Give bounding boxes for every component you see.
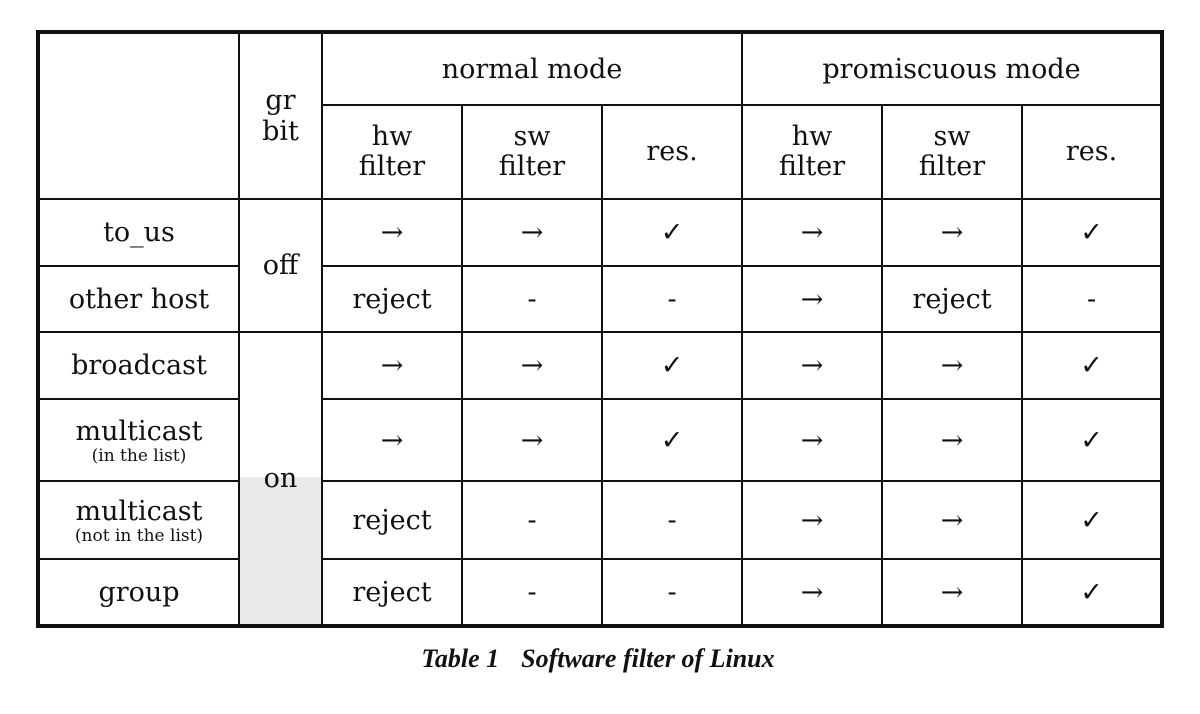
gr-bit-on-label: on: [263, 463, 298, 494]
table-row: to_us off → → ✓ → → ✓: [37, 198, 1164, 333]
cell-promiscuous-hw: →: [741, 398, 884, 482]
cell-normal-res: -: [600, 558, 744, 627]
cell-promiscuous-sw: →: [881, 331, 1024, 400]
row-label-to-us: to_us: [37, 198, 240, 267]
column-header-promiscuous-sw-filter: sw filter: [881, 104, 1024, 200]
cell-promiscuous-sw: →: [881, 398, 1024, 482]
table-row: multicast (in the list) → → ✓ → → ✓: [37, 398, 1164, 482]
cell-promiscuous-hw: →: [741, 558, 884, 627]
column-header-gr-bit: gr bit: [238, 31, 323, 200]
row-sublabel-text: (not in the list): [74, 525, 204, 546]
cell-promiscuous-hw: →: [741, 480, 884, 560]
cell-normal-hw: →: [321, 198, 463, 267]
row-label-text: broadcast: [71, 350, 207, 381]
row-label-broadcast: broadcast: [37, 331, 240, 400]
corner-cell: [37, 31, 240, 200]
cell-promiscuous-sw: →: [881, 198, 1024, 267]
cell-normal-sw: →: [461, 198, 603, 267]
cell-normal-sw: →: [461, 331, 603, 400]
row-label-multicast-in-list: multicast (in the list): [37, 398, 240, 482]
cell-promiscuous-res: ✓: [1021, 480, 1164, 560]
cell-normal-sw: -: [461, 480, 603, 560]
cell-normal-res: ✓: [600, 198, 744, 267]
row-label-group: group: [37, 558, 240, 627]
cell-promiscuous-res: ✓: [1021, 198, 1164, 267]
cell-normal-hw: →: [321, 398, 463, 482]
row-label-text: group: [98, 576, 180, 608]
table-row: group reject - - → → ✓: [37, 558, 1164, 627]
row-label-text: multicast: [75, 415, 203, 447]
gr-bit-off-cell: off: [238, 198, 323, 333]
table-row: other host reject - - → reject -: [37, 265, 1164, 333]
column-header-normal-res: res.: [600, 104, 744, 200]
row-sublabel-text: (in the list): [91, 445, 187, 466]
cell-promiscuous-sw: →: [881, 558, 1024, 627]
column-header-normal-hw-filter: hw filter: [321, 104, 463, 200]
cell-normal-hw: reject: [321, 558, 463, 627]
cell-promiscuous-sw: →: [881, 480, 1024, 560]
table-row: broadcast on → → ✓ → → ✓: [37, 331, 1164, 627]
column-header-promiscuous-res: res.: [1021, 104, 1164, 200]
table-row: multicast (not in the list) reject - - →…: [37, 480, 1164, 560]
cell-promiscuous-sw: reject: [881, 265, 1024, 333]
caption-tag: Table 1: [421, 644, 500, 673]
gr-bit-off-label: off: [262, 250, 299, 281]
cell-normal-res: ✓: [600, 331, 744, 400]
table-caption: Table 1 Software filter of Linux: [36, 644, 1160, 674]
caption-title: Software filter of Linux: [521, 644, 775, 673]
column-header-promiscuous-hw-filter: hw filter: [741, 104, 884, 200]
cell-promiscuous-res: ✓: [1021, 331, 1164, 400]
cell-normal-res: ✓: [600, 398, 744, 482]
column-group-normal-mode: normal mode: [320, 31, 744, 106]
cell-promiscuous-hw: →: [741, 265, 884, 333]
column-header-normal-sw-filter: sw filter: [461, 104, 603, 200]
cell-promiscuous-res: ✓: [1021, 558, 1164, 627]
cell-normal-res: -: [600, 265, 744, 333]
cell-normal-hw: →: [321, 331, 463, 400]
cell-promiscuous-res: -: [1021, 265, 1164, 333]
cell-normal-sw: →: [461, 398, 603, 482]
cell-normal-sw: -: [461, 558, 603, 627]
column-group-promiscuous-mode: promiscuous mode: [741, 31, 1164, 106]
cell-normal-hw: reject: [321, 480, 463, 560]
software-filter-table: gr bit normal mode promiscuous mode hw f…: [36, 30, 1165, 628]
cell-normal-sw: -: [461, 265, 603, 333]
shaded-region: [241, 477, 320, 624]
cell-normal-hw: reject: [321, 265, 463, 333]
row-label-multicast-not-in-list: multicast (not in the list): [37, 480, 240, 560]
row-label-text: multicast: [75, 495, 203, 527]
row-label-text: to_us: [103, 217, 175, 248]
cell-normal-res: -: [600, 480, 744, 560]
table-figure: gr bit normal mode promiscuous mode hw f…: [36, 30, 1165, 674]
row-label-other-host: other host: [37, 265, 240, 333]
gr-bit-on-cell: on: [238, 331, 323, 627]
cell-promiscuous-hw: →: [741, 198, 884, 267]
row-label-text: other host: [68, 283, 210, 315]
cell-promiscuous-res: ✓: [1021, 398, 1164, 482]
cell-promiscuous-hw: →: [741, 331, 884, 400]
